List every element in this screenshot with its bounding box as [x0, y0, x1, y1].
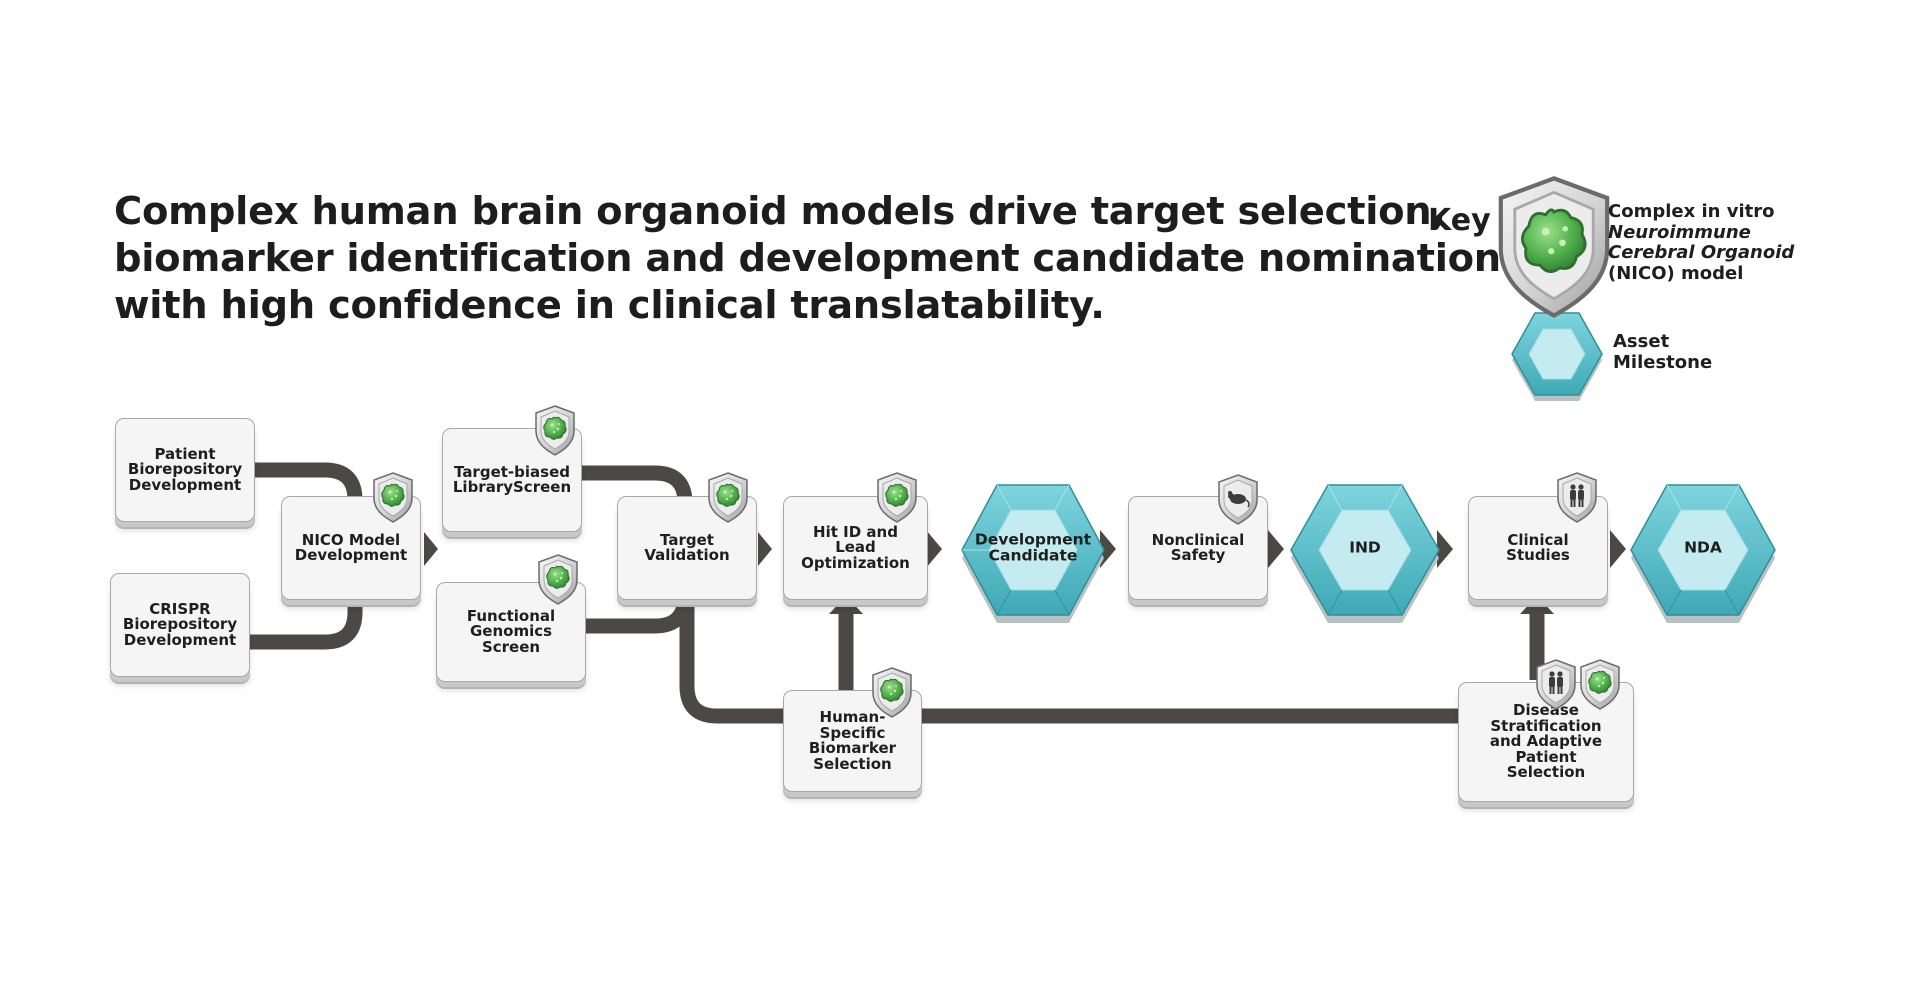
arrowhead-nonclinical	[1268, 530, 1284, 568]
hexagon-development-candidate	[961, 484, 1105, 623]
milestone-hexagons	[961, 312, 1776, 623]
node-label: Nonclinical Safety	[1151, 530, 1245, 564]
page-title: Complex human brain organoid models driv…	[114, 188, 1501, 329]
node-label: Disease Stratification and Adaptive Pati…	[1489, 701, 1603, 782]
arrowhead-validation	[758, 532, 772, 566]
node-label: Functional Genomics Screen	[466, 606, 556, 656]
arrowhead-hitid	[926, 530, 942, 568]
node-hit-id-lead-optimization[interactable]: Hit ID and Lead Optimization	[783, 496, 928, 600]
hexagon-nda	[1630, 484, 1776, 623]
key-asset-line-1: Asset	[1613, 331, 1670, 352]
milestone-nda[interactable]: NDA	[1684, 538, 1722, 557]
node-nico-model-development[interactable]: NICO Model Development	[281, 496, 421, 600]
arrowhead-biomarker-up	[829, 596, 863, 614]
node-label: Clinical Studies	[1506, 530, 1570, 564]
title-line-3: with high confidence in clinical transla…	[114, 283, 1105, 328]
connector-crispr-to-nico	[250, 598, 363, 650]
node-target-biased-library-screen[interactable]: Target-biased LibraryScreen	[442, 428, 582, 532]
hexagon-gem-icon	[1511, 312, 1603, 401]
node-label: Patient Biorepository Development	[127, 444, 243, 494]
key-nico-line-2: Neuroimmune	[1608, 221, 1751, 243]
connector-patient-to-nico	[255, 462, 363, 501]
milestone-ind[interactable]: IND	[1349, 538, 1381, 557]
milestone-development-candidate[interactable]: Development Candidate	[974, 530, 1092, 564]
node-label: Target-biased LibraryScreen	[452, 462, 572, 496]
node-patient-biorepository[interactable]: Patient Biorepository Development	[115, 418, 255, 522]
node-clinical-studies[interactable]: Clinical Studies	[1468, 496, 1608, 600]
node-disease-stratification[interactable]: Disease Stratification and Adaptive Pati…	[1458, 682, 1634, 802]
hexagon-ind	[1290, 484, 1440, 623]
title-line-2: biomarker identification and development…	[114, 236, 1501, 281]
node-label: NICO Model Development	[294, 530, 408, 564]
node-label: CRISPR Biorepository Development	[122, 599, 238, 649]
key-title: Key	[1428, 203, 1491, 238]
node-human-specific-biomarker[interactable]: Human-Specific Biomarker Selection	[783, 690, 922, 792]
key-nico-line-1: Complex in vitro	[1608, 201, 1775, 222]
node-label: Target Validation	[644, 530, 730, 564]
key-nico-description: Complex in vitro Neuroimmune Cerebral Or…	[1608, 201, 1795, 284]
arrowhead-ind	[1437, 530, 1453, 568]
node-label: Hit ID and Lead Optimization	[801, 522, 910, 572]
connector-arrowheads	[424, 530, 1626, 614]
title-line-1: Complex human brain organoid models driv…	[114, 189, 1446, 234]
node-crispr-biorepository[interactable]: CRISPR Biorepository Development	[110, 573, 250, 677]
arrowhead-clinical	[1610, 530, 1626, 568]
arrowhead-disease-up	[1520, 596, 1554, 614]
key-nico-line-4: (NICO) model	[1608, 262, 1744, 284]
connector-functional-to-validation	[586, 588, 693, 634]
key-asset-description: Asset Milestone	[1613, 331, 1713, 373]
key-asset-line-2: Milestone	[1613, 351, 1713, 373]
node-nonclinical-safety[interactable]: Nonclinical Safety	[1128, 496, 1268, 600]
node-target-validation[interactable]: Target Validation	[617, 496, 757, 600]
connector-validation-to-disease	[679, 600, 1460, 724]
node-label: Human-Specific Biomarker Selection	[808, 708, 897, 773]
node-functional-genomics-screen[interactable]: Functional Genomics Screen	[436, 582, 586, 682]
organoid-shield-icon	[1501, 178, 1607, 315]
arrowhead-nico	[424, 532, 438, 566]
arrowhead-dev-candidate	[1100, 530, 1116, 568]
key-nico-line-3: Cerebral Organoid	[1608, 242, 1795, 263]
